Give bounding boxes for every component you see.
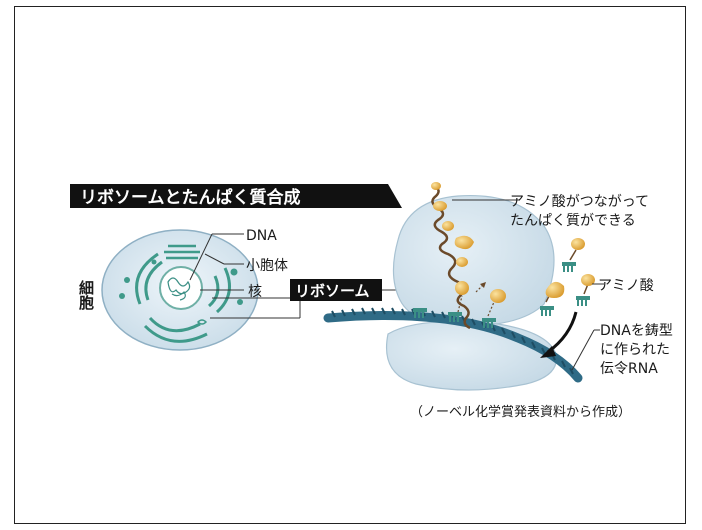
trna-5 — [562, 262, 576, 272]
ribosome-label: リボソーム — [290, 279, 402, 301]
amino-acid-callout: アミノ酸 — [592, 278, 654, 294]
ribosome-large-subunit — [392, 194, 555, 327]
svg-text:リボソーム: リボソーム — [295, 282, 370, 300]
trna-1 — [413, 308, 427, 318]
svg-text:小胞体: 小胞体 — [246, 258, 288, 274]
title-text: リボソームとたんぱく質合成 — [80, 187, 301, 208]
svg-text:核: 核 — [248, 284, 262, 300]
svg-text:細胞: 細胞 — [77, 279, 95, 311]
protein-chain — [431, 182, 474, 330]
dna-callout: DNA — [189, 228, 277, 281]
trna-4 — [540, 306, 554, 316]
free-amino-acids — [457, 238, 595, 317]
ribosome-small-subunit — [386, 320, 558, 391]
svg-text:に作られた: に作られた — [600, 342, 670, 358]
nucleus — [159, 266, 203, 310]
cell-illustration — [101, 229, 259, 351]
cell-label: 細胞 — [77, 279, 95, 311]
golgi-callout: 小胞体 — [204, 253, 288, 274]
trna-6 — [576, 296, 590, 306]
svg-text:DNA: DNA — [246, 228, 277, 244]
svg-text:アミノ酸: アミノ酸 — [598, 278, 654, 294]
svg-text:DNAを鋳型: DNAを鋳型 — [600, 322, 673, 339]
direction-arrow — [540, 311, 578, 358]
trna-2 — [448, 312, 462, 322]
svg-text:たんぱく質ができる: たんぱく質ができる — [510, 213, 636, 229]
source-note: （ノーベル化学賞発表資料から作成） — [410, 404, 631, 420]
amino-chain-callout: アミノ酸がつながって たんぱく質ができる — [452, 194, 649, 229]
mrna-callout: DNAを鋳型 に作られた 伝令RNA — [571, 322, 673, 377]
trna-3 — [482, 318, 496, 328]
title-bar: リボソームとたんぱく質合成 — [70, 184, 402, 208]
ribosome-bracket — [210, 297, 301, 319]
mrna-strand — [323, 307, 583, 383]
svg-text:アミノ酸がつながって: アミノ酸がつながって — [510, 194, 649, 210]
trna-group — [413, 262, 590, 328]
nucleus-callout: 核 — [200, 284, 262, 300]
svg-text:伝令RNA: 伝令RNA — [600, 361, 658, 377]
